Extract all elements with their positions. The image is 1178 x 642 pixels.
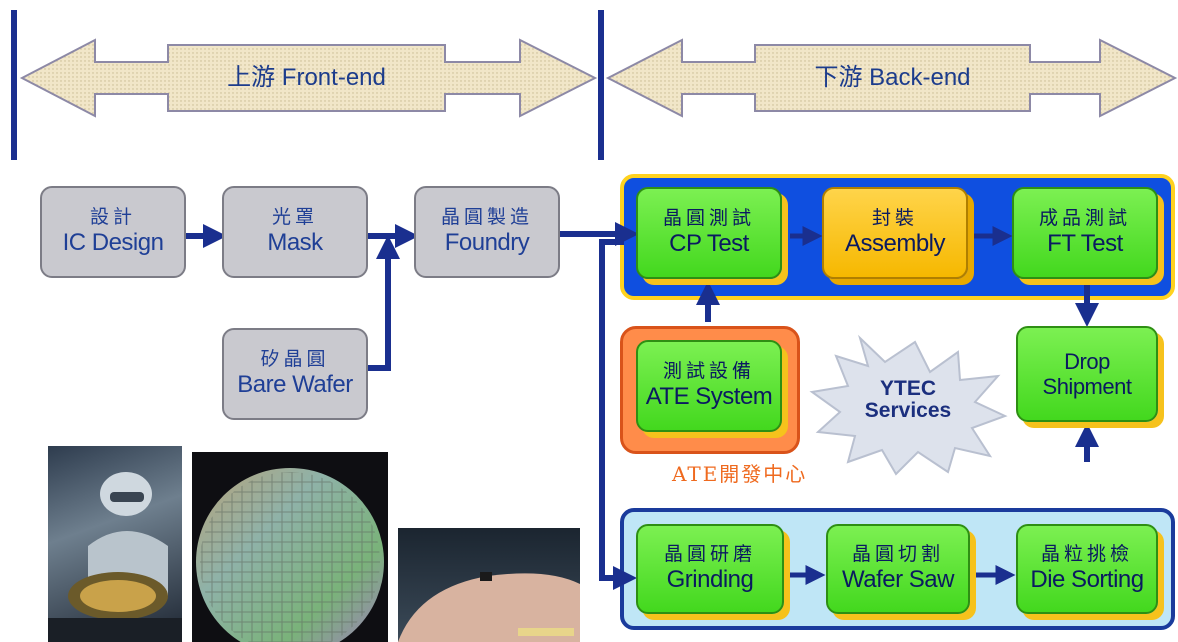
die-sorting-box: 晶粒挑檢 Die Sorting [1016, 524, 1158, 614]
mask-box: 光罩 Mask [222, 186, 368, 278]
ytec-services-label: YTEC Services [864, 377, 952, 422]
foundry-zh: 晶圓製造 [440, 206, 533, 229]
cleanroom-photo [48, 446, 182, 642]
chip-on-finger-photo [398, 528, 580, 642]
banner-arrows [19, 38, 1178, 118]
bare-wafer-box: 矽晶圓 Bare Wafer [222, 328, 368, 420]
bare-wafer-en: Bare Wafer [237, 371, 353, 399]
grinding-box: 晶圓研磨 Grinding [636, 524, 784, 614]
wafer-saw-en: Wafer Saw [842, 566, 954, 594]
wafer-saw-zh: 晶圓切割 [851, 543, 944, 566]
divider-left [11, 10, 17, 160]
ytec-starburst-shape [809, 334, 1008, 476]
cp-test-en: CP Test [669, 230, 749, 258]
mask-zh: 光罩 [271, 206, 318, 229]
ft-test-zh: 成品測試 [1038, 207, 1131, 230]
cp-test-box: 晶圓測試 CP Test [636, 187, 782, 279]
grinding-en: Grinding [666, 566, 754, 594]
assembly-box: 封裝 Assembly [822, 187, 968, 279]
drop-shipment-label: Drop Shipment [1042, 348, 1132, 399]
die-sorting-zh: 晶粒挑檢 [1040, 543, 1133, 566]
downstream-label: 下游 Back-end [814, 64, 971, 91]
ft-test-box: 成品測試 FT Test [1012, 187, 1158, 279]
upstream-arrow-shape [19, 38, 598, 118]
die-sorting-en: Die Sorting [1030, 566, 1144, 594]
divider-middle [598, 10, 604, 160]
upstream-label: 上游 Front-end [227, 64, 386, 91]
mask-en: Mask [267, 229, 323, 257]
ate-system-box: 測試設備 ATE System [636, 340, 782, 432]
grinding-zh: 晶圓研磨 [663, 543, 756, 566]
ate-system-en: ATE System [645, 383, 773, 411]
foundry-en: Foundry [444, 229, 530, 257]
foundry-box: 晶圓製造 Foundry [414, 186, 560, 278]
ate-center-label: ATE開發中心 [672, 462, 808, 486]
ate-system-zh: 測試設備 [662, 360, 755, 383]
ft-test-en: FT Test [1047, 230, 1123, 258]
ic-design-box: 設計 IC Design [40, 186, 186, 278]
assembly-en: Assembly [844, 230, 946, 258]
ic-design-zh: 設計 [89, 206, 136, 229]
downstream-arrow-shape [605, 38, 1178, 118]
bare-wafer-zh: 矽晶圓 [260, 348, 330, 371]
cp-test-zh: 晶圓測試 [662, 207, 755, 230]
drop-shipment-box: Drop Shipment [1016, 326, 1158, 422]
assembly-zh: 封裝 [871, 207, 918, 230]
wafer-saw-box: 晶圓切割 Wafer Saw [826, 524, 970, 614]
ic-design-en: IC Design [62, 229, 164, 257]
wafer-photo [192, 452, 388, 642]
